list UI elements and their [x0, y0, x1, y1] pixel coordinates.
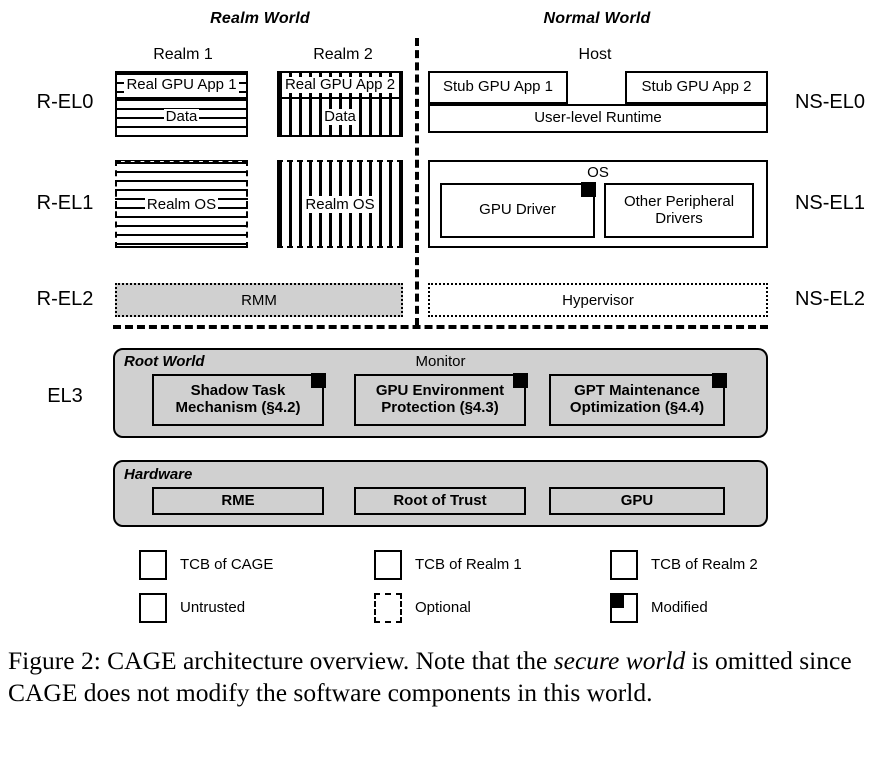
modified-marker-shadow-task	[311, 373, 326, 388]
hardware-item-gpu: GPU	[549, 487, 725, 515]
os-label: OS	[587, 164, 609, 181]
module-line-2: Protection (§4.3)	[381, 399, 499, 416]
stub-gpu-app-1-label: Stub GPU App 1	[440, 78, 556, 96]
gpu-driver-box: GPU Driver	[440, 183, 595, 238]
realm2-data-box: Data	[277, 99, 403, 137]
module-box-gpu-environment: GPU Environment Protection (§4.3)	[354, 374, 526, 426]
el-label-ns-el2: NS-EL2	[794, 288, 866, 310]
legend-swatch-tcb-of-realm-2	[610, 550, 638, 580]
group-title-host: Host	[578, 46, 612, 63]
legend-label-modified: Modified	[651, 599, 708, 616]
realm2-app-label: Real GPU App 2	[282, 75, 398, 94]
el-label-r-el0: R-EL0	[36, 91, 94, 113]
modified-marker-gpt-maintenance	[712, 373, 727, 388]
realm2-data-label: Data	[322, 107, 358, 126]
other-peripheral-drivers-label: Other Peripheral Drivers	[606, 193, 752, 228]
module-line-1: GPU Environment	[375, 382, 505, 400]
el-label-el3: EL3	[47, 385, 83, 407]
module-box-shadow-task: Shadow Task Mechanism (§4.2)	[152, 374, 324, 426]
realm1-os-box: Realm OS	[115, 160, 248, 248]
monitor-label: Monitor	[415, 353, 466, 370]
legend-label-tcb-of-cage: TCB of CAGE	[180, 556, 274, 573]
modified-marker-gpu-driver	[581, 182, 596, 197]
modified-marker-icon	[612, 595, 624, 608]
legend-label-tcb-of-realm-1: TCB of Realm 1	[415, 556, 522, 573]
figure-caption: Figure 2: CAGE architecture overview. No…	[8, 645, 880, 710]
hardware-item-label: RME	[221, 491, 255, 509]
normal-world-title: Normal World	[543, 10, 651, 27]
modified-marker-gpu-environment	[513, 373, 528, 388]
legend-swatch-untrusted	[139, 593, 167, 623]
realm1-app-box: Real GPU App 1	[115, 71, 248, 99]
realm1-os-label: Realm OS	[144, 195, 219, 213]
hypervisor-label: Hypervisor	[562, 291, 634, 309]
user-level-runtime-label: User-level Runtime	[532, 109, 664, 127]
el-label-ns-el0: NS-EL0	[794, 91, 866, 113]
legend-label-optional: Optional	[415, 599, 471, 616]
root-world-title: Root World	[124, 353, 205, 370]
hardware-item-root-of-trust: Root of Trust	[354, 487, 526, 515]
hardware-title: Hardware	[124, 466, 193, 483]
rmm-box: RMM	[115, 283, 403, 317]
module-line-1: GPT Maintenance	[574, 382, 700, 400]
stub-gpu-app-1-box: Stub GPU App 1	[428, 71, 568, 104]
realm1-data-box: Data	[115, 99, 248, 137]
hardware-item-label: Root of Trust	[393, 491, 487, 509]
group-title-realm-2: Realm 2	[313, 46, 373, 63]
legend-label-tcb-of-realm-2: TCB of Realm 2	[651, 556, 758, 573]
module-line-2: Optimization (§4.4)	[569, 399, 705, 416]
realm2-os-box: Realm OS	[277, 160, 403, 248]
legend-swatch-tcb-of-realm-1	[374, 550, 402, 580]
group-title-realm-1: Realm 1	[153, 46, 213, 63]
hardware-item-label: GPU	[620, 491, 654, 509]
rmm-label: RMM	[241, 291, 277, 309]
caption-prefix: Figure 2: CAGE architecture overview. No…	[8, 646, 554, 675]
caption-emphasis: secure world	[553, 646, 686, 675]
gpu-driver-label: GPU Driver	[477, 201, 558, 219]
user-level-runtime-box: User-level Runtime	[428, 104, 768, 133]
module-box-gpt-maintenance: GPT Maintenance Optimization (§4.4)	[549, 374, 725, 426]
stub-gpu-app-2-label: Stub GPU App 2	[639, 78, 754, 96]
module-line-1: Shadow Task	[190, 382, 286, 400]
hardware-item-rme: RME	[152, 487, 324, 515]
realm1-data-label: Data	[163, 107, 200, 126]
realm-world-title: Realm World	[210, 10, 310, 27]
el-label-ns-el1: NS-EL1	[794, 192, 866, 214]
legend-swatch-optional	[374, 593, 402, 623]
realm1-app-label: Real GPU App 1	[124, 75, 239, 94]
el-label-r-el1: R-EL1	[36, 192, 94, 214]
legend-swatch-modified	[610, 593, 638, 623]
world-divider-horizontal	[113, 325, 768, 329]
other-peripheral-drivers-box: Other Peripheral Drivers	[604, 183, 754, 238]
module-line-2: Mechanism (§4.2)	[175, 399, 301, 416]
legend-label-untrusted: Untrusted	[180, 599, 246, 616]
el-label-r-el2: R-EL2	[36, 288, 94, 310]
legend-swatch-tcb-of-cage	[139, 550, 167, 580]
realm2-os-label: Realm OS	[303, 195, 377, 213]
world-divider-vertical	[415, 38, 419, 326]
realm2-app-box: Real GPU App 2	[277, 71, 403, 99]
caption-rest: is omitted since CAGE does not modify th…	[8, 646, 852, 708]
hypervisor-box: Hypervisor	[428, 283, 768, 317]
stub-gpu-app-2-box: Stub GPU App 2	[625, 71, 768, 104]
